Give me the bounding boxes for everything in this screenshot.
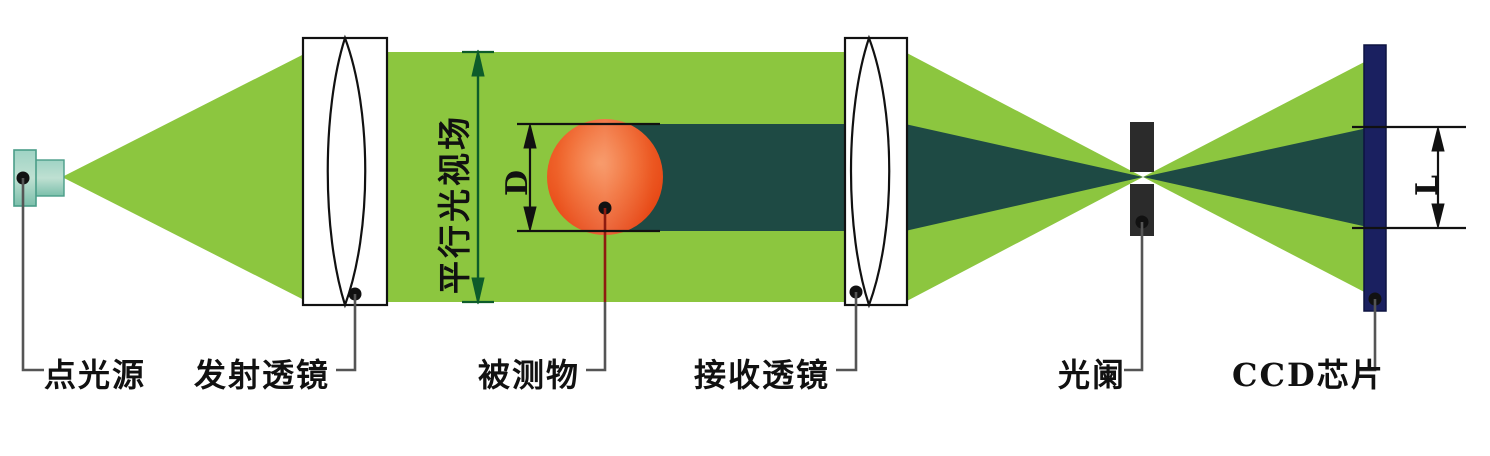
image-beam [1143, 58, 1372, 296]
label-image-length: L [1410, 174, 1445, 196]
label-emitting-lens: 发射透镜 [194, 356, 331, 394]
emitting-lens-body [301, 34, 389, 309]
point-light-source-body [13, 149, 65, 207]
leader-lines [21, 178, 1377, 372]
label-receiving-lens: 接收透镜 [694, 356, 831, 394]
label-field-of-view: 平行光视场 [435, 114, 474, 294]
label-ccd-chip: CCD芯片 [1232, 356, 1385, 394]
field-of-view-arrow [462, 49, 494, 305]
object-diameter-dimension [517, 122, 660, 233]
aperture-body [1130, 122, 1154, 236]
object-leader-line [586, 208, 607, 372]
image-length-dimension [1352, 125, 1466, 230]
label-measured-object: 被测物 [478, 356, 581, 394]
label-point-light-source: 点光源 [44, 356, 147, 394]
converging-beam [905, 52, 1143, 302]
label-object-diameter: D [500, 169, 535, 196]
ccd-chip-body [1363, 44, 1387, 312]
image-shadow-band [1143, 127, 1372, 228]
diverging-beam-cone [62, 52, 308, 302]
receiving-lens-body [843, 34, 909, 309]
converging-shadow [905, 124, 1143, 231]
label-aperture: 光阑 [1058, 356, 1127, 394]
